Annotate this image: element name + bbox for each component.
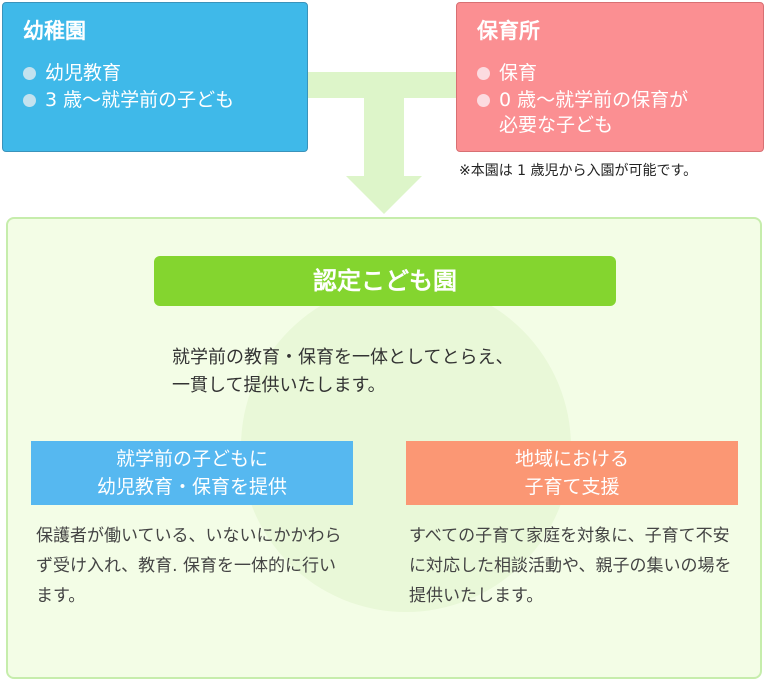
- connector-stem: [364, 72, 404, 177]
- bullet-icon: [23, 94, 36, 107]
- kindergarten-box: 幼稚園 幼児教育 3 歳〜就学前の子ども: [2, 2, 308, 152]
- kindergarten-item: 3 歳〜就学前の子ども: [23, 88, 234, 113]
- support-header-line: 地域における: [514, 448, 629, 470]
- certified-center-panel: 認定こども園 就学前の教育・保育を一体としてとらえ、 一貫して提供いたします。 …: [6, 217, 762, 679]
- kindergarten-item: 幼児教育: [23, 61, 234, 86]
- education-header-line: 就学前の子どもに: [115, 448, 268, 470]
- admission-note: ※本園は 1 歳児から入園が可能です。: [459, 163, 698, 179]
- support-header: 地域における 子育て支援: [406, 441, 738, 505]
- kindergarten-item-label: 幼児教育: [45, 62, 122, 84]
- nursery-box: 保育所 保育 0 歳〜就学前の保育が 必要な子ども: [456, 2, 764, 152]
- education-header-line: 幼児教育・保育を提供: [96, 476, 287, 498]
- description-line: 就学前の教育・保育を一体としてとらえ、: [172, 347, 514, 368]
- certified-center-title: 認定こども園: [154, 256, 616, 306]
- nursery-item-label: 0 歳〜就学前の保育が 必要な子ども: [499, 89, 689, 136]
- nursery-list: 保育 0 歳〜就学前の保育が 必要な子ども: [477, 61, 688, 140]
- nursery-item: 保育: [477, 61, 688, 86]
- education-header: 就学前の子どもに 幼児教育・保育を提供: [31, 441, 353, 505]
- kindergarten-title: 幼稚園: [23, 19, 86, 43]
- education-text: 保護者が働いている、いないにかかわらず受け入れ、教育. 保育を一体的に行います。: [36, 526, 342, 606]
- down-arrow: [346, 176, 422, 214]
- bullet-icon: [477, 67, 490, 80]
- bullet-icon: [23, 67, 36, 80]
- support-header-line: 子育て支援: [524, 476, 620, 498]
- nursery-item-label: 保育: [499, 62, 538, 84]
- support-text: すべての子育て家庭を対象に、子育て不安に対応した相談活動や、親子の集いの場を提供…: [409, 526, 732, 606]
- nursery-item: 0 歳〜就学前の保育が 必要な子ども: [477, 88, 688, 138]
- kindergarten-list: 幼児教育 3 歳〜就学前の子ども: [23, 61, 234, 115]
- description-line: 一貫して提供いたします。: [172, 375, 386, 396]
- certified-center-description: 就学前の教育・保育を一体としてとらえ、 一貫して提供いたします。: [172, 344, 513, 400]
- nursery-title: 保育所: [477, 19, 540, 43]
- kindergarten-item-label: 3 歳〜就学前の子ども: [45, 89, 235, 111]
- bullet-icon: [477, 94, 490, 107]
